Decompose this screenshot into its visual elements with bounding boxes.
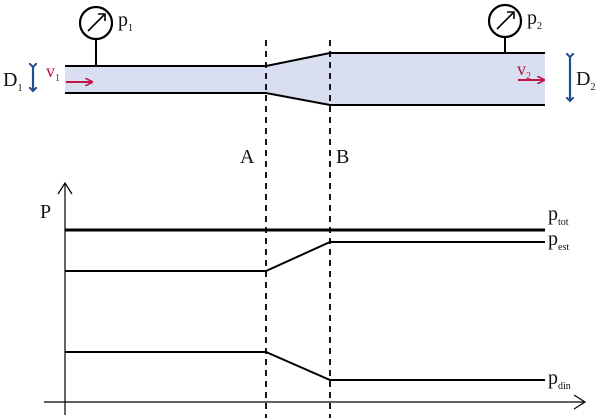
velocity-2: v2: [517, 59, 544, 82]
svg-text:D2: D2: [576, 68, 595, 93]
svg-text:D1: D1: [3, 69, 22, 94]
velocity-1: v1: [46, 61, 92, 84]
pipe: [65, 52, 545, 106]
diameter-1-sub: 1: [17, 83, 22, 94]
pipe-top-wall: [65, 52, 545, 67]
velocity-2-label: v: [517, 59, 526, 79]
curve-label-din: p: [548, 367, 558, 389]
gauge-1-sub: 1: [128, 23, 133, 34]
curve-sub-tot: tot: [558, 217, 569, 228]
diameter-1: D1: [3, 67, 33, 94]
svg-text:pest: pest: [548, 228, 569, 253]
gauge-2-label: p: [527, 7, 537, 29]
svg-text:v1: v1: [46, 61, 60, 84]
pressure-gauge-2: p2: [487, 3, 542, 53]
svg-text:ptot: ptot: [548, 203, 569, 228]
curve-label-est: p: [548, 228, 558, 250]
y-axis-label: P: [40, 201, 51, 223]
velocity-2-sub: 2: [526, 71, 531, 82]
gauge-1-label: p: [118, 9, 128, 31]
velocity-1-label: v: [46, 61, 55, 81]
svg-text:v2: v2: [517, 59, 531, 82]
gauge-2-sub: 2: [537, 21, 542, 32]
y-axis-arrow-icon: [57, 181, 73, 195]
graph-axes: P: [40, 181, 587, 415]
pipe-bottom-wall: [65, 92, 545, 106]
section-label-b: B: [336, 146, 349, 168]
svg-text:pdin: pdin: [548, 367, 571, 392]
diameter-1-label: D: [3, 69, 17, 91]
x-axis-arrow-icon: [573, 394, 587, 410]
curve-label-tot: p: [548, 203, 558, 225]
diameter-2-label: D: [576, 68, 590, 90]
svg-text:p2: p2: [527, 7, 542, 32]
curve-sub-din: din: [558, 381, 571, 392]
pressure-gauge-1: p1: [78, 5, 133, 66]
diameter-2-sub: 2: [590, 82, 595, 93]
curve-p-din: [65, 351, 545, 381]
curve-sub-est: est: [558, 242, 569, 253]
diameter-2: D2: [570, 57, 595, 101]
velocity-1-sub: 1: [55, 73, 60, 84]
pipe-fluid: [65, 53, 545, 105]
section-label-a: A: [240, 146, 255, 168]
curve-p-est: [65, 241, 545, 272]
svg-text:p1: p1: [118, 9, 133, 34]
